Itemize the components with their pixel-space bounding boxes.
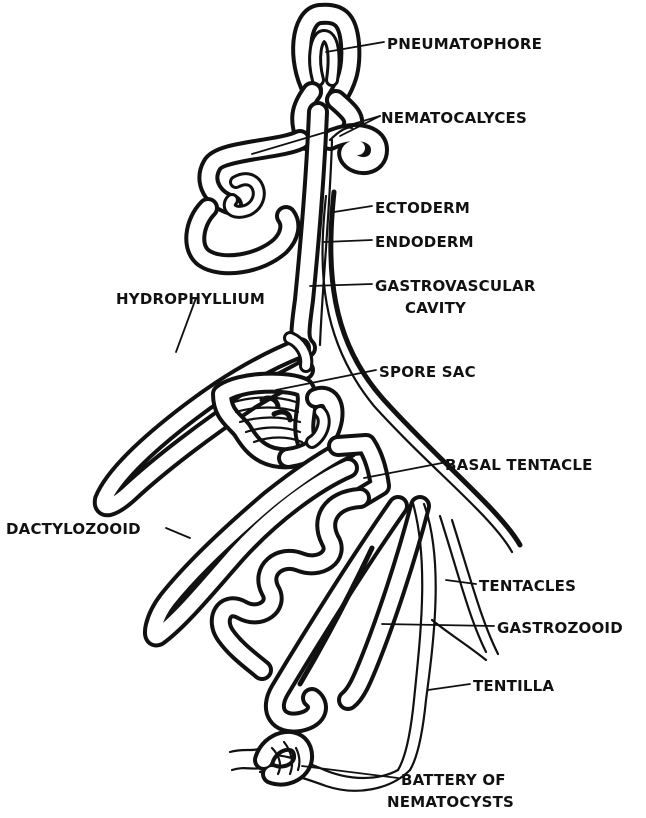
label-battery-line1: BATTERY OF xyxy=(401,771,506,789)
hydrophyllium-shape xyxy=(104,338,307,506)
label-battery-line2: NEMATOCYSTS xyxy=(387,793,514,811)
leader-dactylozooid xyxy=(166,528,190,538)
label-dactylozooid: DACTYLOZOOID xyxy=(6,520,141,538)
organism-drawing xyxy=(104,14,520,791)
leader-gastrovascular xyxy=(310,284,372,286)
label-nematocalyces: NEMATOCALYCES xyxy=(381,109,527,127)
label-pneumatophore: PNEUMATOPHORE xyxy=(387,35,542,53)
label-gastrovascular-line2: CAVITY xyxy=(405,299,467,317)
label-ectoderm: ECTODERM xyxy=(375,199,470,217)
label-spore-sac: SPORE SAC xyxy=(379,363,476,381)
label-endoderm: ENDODERM xyxy=(375,233,474,251)
label-gastrozooid: GASTROZOOID xyxy=(497,619,623,637)
battery-shape xyxy=(230,741,303,776)
label-gastrovascular-line1: GASTROVASCULAR xyxy=(375,277,536,295)
label-tentacles: TENTACLES xyxy=(479,577,576,595)
leader-tentilla xyxy=(428,684,470,690)
label-basal-tentacle: BASAL TENTACLE xyxy=(445,456,593,474)
leader-gastrozooid xyxy=(382,624,494,626)
label-hydrophyllium: HYDROPHYLLIUM xyxy=(116,290,265,308)
label-tentilla: TENTILLA xyxy=(473,677,554,695)
gastrozooid-shape xyxy=(275,506,420,723)
leader-ectoderm xyxy=(334,206,372,212)
nematocalyces-shapes xyxy=(208,128,378,212)
